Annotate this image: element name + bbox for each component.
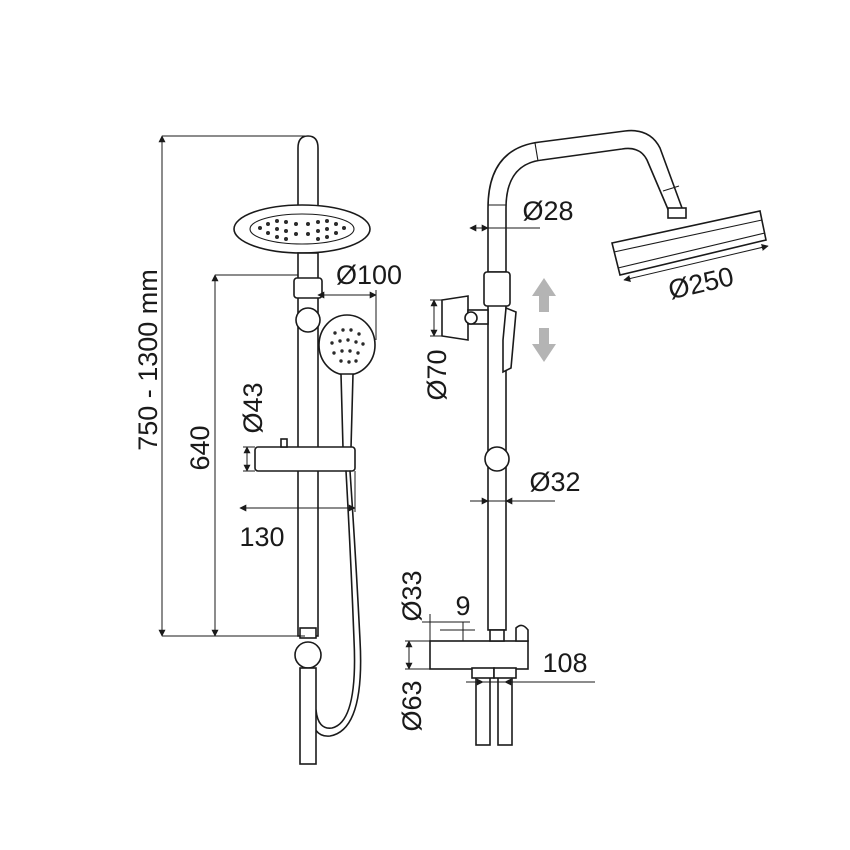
- side-mixer-body: [429, 640, 529, 670]
- side-rail-knob: [484, 446, 510, 472]
- side-head-connector: [667, 207, 687, 219]
- side-bracket-knob: [464, 311, 478, 325]
- side-arm-inner: [505, 147, 671, 273]
- dim-clamp-height-label: Ø70: [422, 349, 452, 400]
- front-top-arm: [297, 135, 319, 216]
- dim-handshower-diameter-label: Ø100: [336, 260, 402, 290]
- dim-valve-offset-label: 9: [455, 591, 470, 621]
- dim-lower-pipe-diameter-label: Ø32: [529, 467, 580, 497]
- side-view: Ø28 Ø250 Ø70 Ø32 Ø33 9 Ø63 108: [397, 129, 769, 746]
- double-vertical-arrow-icon: [532, 278, 556, 362]
- front-rail-clamp: [293, 277, 323, 299]
- front-hose-inner: [315, 470, 356, 729]
- front-bottom-connector: [299, 627, 317, 639]
- side-wall-bracket: [441, 295, 469, 341]
- dim-slider-offset-label: 130: [239, 522, 284, 552]
- side-mixer-lever: [515, 624, 529, 642]
- side-hand-shower: [502, 306, 517, 374]
- side-inlet-left: [475, 668, 491, 746]
- front-view: 750 - 1300 mm 640 Ø43 130 Ø100: [133, 135, 402, 765]
- side-inlet-right: [497, 668, 513, 746]
- front-rain-head: [233, 204, 371, 254]
- side-arm-outer: [487, 129, 683, 273]
- front-bottom-pipe: [299, 667, 317, 765]
- front-hand-shower-head: [318, 314, 376, 376]
- front-slide-bar-button: [280, 438, 288, 448]
- front-slide-bar-holder: [254, 446, 356, 472]
- dim-overall-height-label: 750 - 1300 mm: [133, 269, 163, 451]
- front-hand-shower-handle: [340, 373, 354, 449]
- dim-inlet-spacing-label: 108: [542, 648, 587, 678]
- front-bottom-valve: [294, 641, 322, 669]
- dim-valve-diameter-label: Ø33: [397, 570, 427, 621]
- dim-slider-diameter-label: Ø43: [238, 382, 268, 433]
- dim-rail-height-label: 640: [185, 425, 215, 470]
- front-rain-head-face: [249, 213, 355, 245]
- front-hose: [309, 470, 362, 737]
- side-rain-head: [611, 210, 767, 276]
- front-hand-shower-nozzles: [330, 328, 365, 364]
- front-clamp-knob: [295, 307, 321, 333]
- dim-outlet-height-label: Ø63: [397, 680, 427, 731]
- dim-head-diameter-line: [623, 244, 769, 282]
- front-rain-head-nozzles: [258, 219, 346, 241]
- dim-upper-pipe-diameter-label: Ø28: [522, 196, 573, 226]
- side-rail-clamp: [483, 271, 511, 307]
